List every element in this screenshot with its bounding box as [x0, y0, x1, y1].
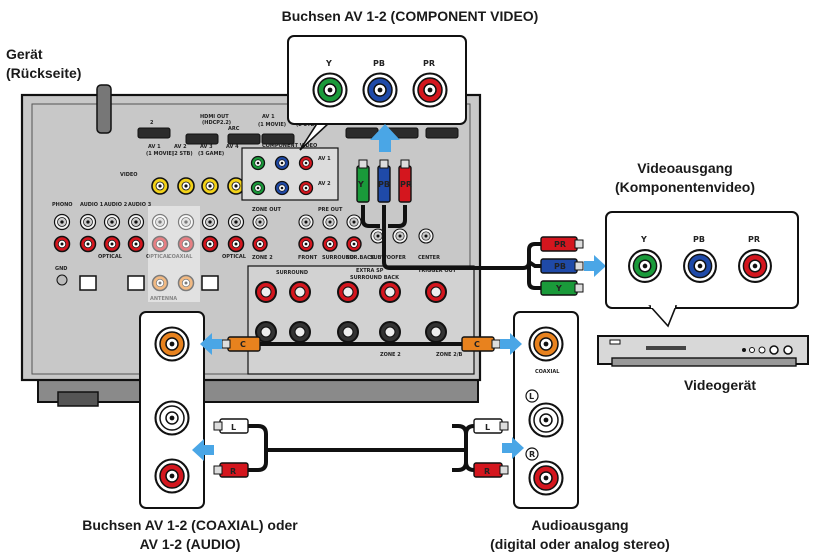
- audio-out-coaxial-label: COAXIAL: [535, 369, 560, 375]
- video-output-arrow: [584, 255, 606, 277]
- hdmi-2-label: 2: [150, 120, 154, 126]
- gnd-terminal: [57, 275, 67, 285]
- av-jacks-callout: [140, 312, 204, 508]
- component-av1-label: AV 1: [318, 156, 331, 162]
- component-av1-jacks: [252, 157, 313, 170]
- plug-pb-device-label: PB: [554, 262, 566, 271]
- av-audio-right-jack: [156, 460, 189, 493]
- zone2-mark-label: ZONE 2: [380, 352, 401, 358]
- pre-out-label: PRE OUT: [318, 207, 343, 213]
- audio2-label: AUDIO 2: [104, 202, 128, 208]
- phono-label: PHONO: [52, 202, 73, 208]
- zone2b-label: ZONE 2/B: [436, 352, 463, 358]
- coaxial-plug-left-label: C: [240, 340, 246, 349]
- optical-label-3: OPTICAL: [222, 254, 247, 260]
- component-av2-jacks: [252, 182, 313, 195]
- analog-plug-right-l-label: L: [485, 423, 490, 432]
- component-av2-label: AV 2: [318, 181, 331, 187]
- optical-label-1: OPTICAL: [98, 254, 123, 260]
- component-pb-label: PB: [373, 59, 385, 68]
- video-panel-label: VIDEO: [120, 172, 138, 178]
- plug-y-receiver-label: Y: [357, 180, 364, 189]
- subwoofer-label: SUBWOOFER: [370, 255, 406, 261]
- plug-pr-receiver-label: PR: [400, 180, 412, 189]
- video-device-pr-jack: [739, 250, 771, 282]
- front-label: FRONT: [298, 255, 318, 261]
- zone-out-label: ZONE OUT: [252, 207, 282, 213]
- video-device-icon: [598, 336, 808, 366]
- audio-output-callout: COAXIAL L R: [514, 312, 578, 508]
- analog-plug-left-r-label: R: [230, 467, 236, 476]
- av2-panel-label: AV 2: [174, 144, 187, 150]
- video-device-pr-label: PR: [748, 235, 760, 244]
- analog-plug-left-l-label: L: [231, 423, 236, 432]
- av-jacks-highlight: [148, 206, 200, 302]
- component-y-jack: [314, 74, 347, 107]
- audio-out-coaxial-jack: [530, 328, 563, 361]
- av3-panel-sub: (3 GAME): [198, 151, 224, 157]
- av4-panel-label: AV 4: [226, 144, 239, 150]
- av1-panel-sub: (1 MOVIE): [146, 151, 174, 157]
- receiver-foot: [58, 392, 98, 406]
- plug-y-device-label: Y: [555, 284, 562, 293]
- audio1-label: AUDIO 1: [80, 202, 104, 208]
- video-output-callout: Y PB PR: [606, 212, 798, 326]
- component-video-panel-label: COMPONENT VIDEO: [262, 143, 317, 149]
- av2-panel-sub: (2 STB): [172, 151, 193, 157]
- plug-pr-device-label: PR: [554, 240, 566, 249]
- av1-panel-label: AV 1: [148, 144, 161, 150]
- av-coaxial-jack: [156, 328, 189, 361]
- plug-pb-receiver-label: PB: [378, 180, 390, 189]
- component-plug-y-device: [541, 281, 583, 295]
- arc-label: ARC: [228, 126, 240, 132]
- receiver-rear-panel: HDMI OUT (HDCP2.2) ARC 2 AV 1 (1 MOVIE) …: [22, 85, 480, 406]
- component-y-label: Y: [325, 59, 332, 68]
- hdmi-av1-label: AV 1: [262, 114, 275, 120]
- audio-out-right-jack: [530, 462, 563, 495]
- video-device-y-jack: [629, 250, 661, 282]
- audio-out-left-mark: L: [529, 392, 534, 401]
- video-device-pb-jack: [684, 250, 716, 282]
- center-label: CENTER: [418, 255, 440, 261]
- av-audio-left-jack: [156, 402, 189, 435]
- component-pr-label: PR: [423, 59, 435, 68]
- analog-audio-cable: L R L R: [214, 419, 508, 477]
- antenna-icon: [97, 85, 111, 133]
- zone2-label-pre: ZONE 2: [252, 255, 273, 261]
- video-device-pb-label: PB: [693, 235, 705, 244]
- av3-panel-label: AV 3: [200, 144, 213, 150]
- surround-back-label: SURROUND BACK: [350, 275, 400, 281]
- analog-plug-right-r-label: R: [484, 467, 490, 476]
- coaxial-plug-right-label: C: [474, 340, 480, 349]
- gnd-label: GND: [55, 266, 67, 272]
- receiver-base: [38, 380, 478, 402]
- hdmi-sub-label: (HDCP2.2): [202, 120, 231, 126]
- component-pr-jack: [414, 74, 447, 107]
- surround-label: SURROUND: [276, 270, 308, 276]
- hdmi-av1-sub: (1 MOVIE): [258, 122, 286, 128]
- audio-out-left-jack: [530, 404, 563, 437]
- audio-out-right-mark: R: [529, 450, 535, 459]
- component-pb-jack: [364, 74, 397, 107]
- video-device-y-label: Y: [640, 235, 647, 244]
- extra-sp-label: EXTRA SP: [356, 268, 384, 274]
